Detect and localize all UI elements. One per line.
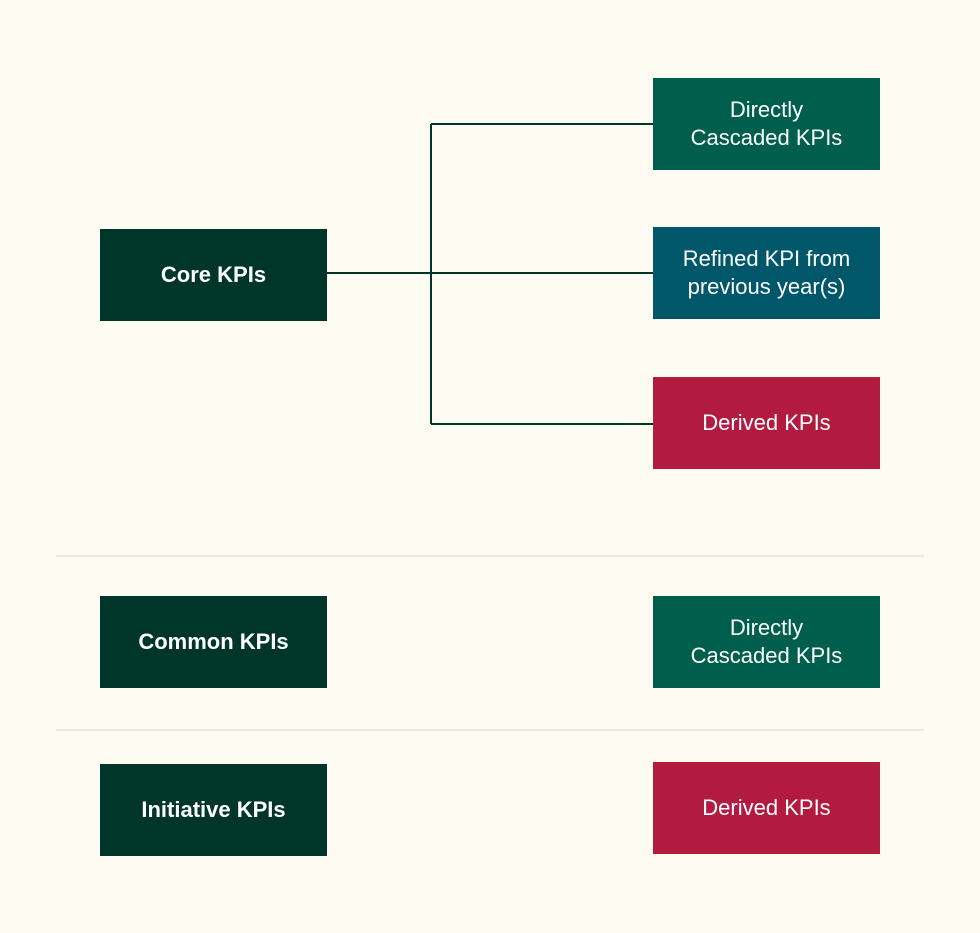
refined-kpi-label: Refined KPI from previous year(s) — [682, 246, 851, 299]
common-directly-cascaded-kpis-box: Directly Cascaded KPIs — [653, 596, 880, 688]
common-kpis-label: Common KPIs — [138, 629, 289, 654]
core-kpis-label: Core KPIs — [160, 262, 267, 287]
initiative-derived-kpis-label: Derived KPIs — [702, 795, 831, 820]
derived-kpis-label: Derived KPIs — [702, 410, 831, 435]
directly-cascaded-kpis-label: Directly Cascaded KPIs — [690, 97, 843, 150]
section-divider — [56, 555, 924, 557]
initiative-kpis-box: Initiative KPIs — [100, 764, 327, 856]
initiative-derived-kpis-box: Derived KPIs — [653, 762, 880, 854]
directly-cascaded-kpis-box: Directly Cascaded KPIs — [653, 78, 880, 170]
common-directly-cascaded-kpis-label: Directly Cascaded KPIs — [690, 615, 843, 668]
common-kpis-box: Common KPIs — [100, 596, 327, 688]
core-kpis-box: Core KPIs — [100, 229, 327, 321]
refined-kpi-box: Refined KPI from previous year(s) — [653, 227, 880, 319]
section-divider — [56, 729, 924, 731]
derived-kpis-box: Derived KPIs — [653, 377, 880, 469]
initiative-kpis-label: Initiative KPIs — [141, 797, 286, 822]
